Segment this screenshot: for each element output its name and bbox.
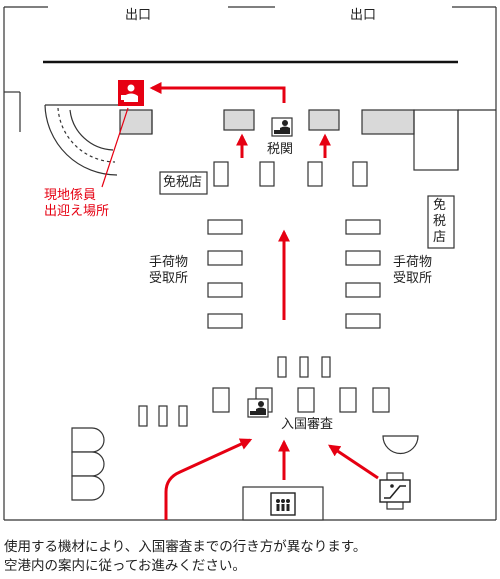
staff-meeting-label-2: 出迎え場所 bbox=[44, 204, 110, 219]
baggage-claim-left-label-2: 受取所 bbox=[149, 271, 189, 286]
half-round-fixture bbox=[382, 435, 419, 455]
route-arrow-bottom-left bbox=[164, 438, 253, 520]
baggage-carousels-left bbox=[207, 219, 243, 329]
arrivals-map bbox=[3, 6, 497, 521]
booth-row-left bbox=[138, 405, 188, 427]
staff-meeting-label-1: 現地係員 bbox=[44, 188, 97, 203]
escalator-icon bbox=[379, 472, 411, 510]
route-note-2: 空港内の案内に従ってお進みください。 bbox=[4, 558, 246, 574]
customs-desk-left bbox=[223, 109, 255, 131]
immigration-officer-icon bbox=[247, 398, 269, 418]
left-arc-structure bbox=[44, 104, 130, 176]
baggage-claim-right-label-2: 受取所 bbox=[393, 271, 433, 286]
upper-right-structure bbox=[361, 109, 496, 171]
staff-callout-line bbox=[101, 107, 129, 188]
exit-label-right: 出口 bbox=[350, 8, 377, 23]
immigration-label: 入国審査 bbox=[281, 417, 334, 432]
baggage-carousels-right bbox=[345, 219, 381, 329]
elevator-icon bbox=[242, 486, 324, 521]
duty-free-left-box bbox=[159, 171, 208, 195]
route-notes: 使用する機材により、入国審査までの行き方が異なります。 空港内の案内に従ってお進… bbox=[4, 538, 496, 576]
baggage-claim-left-label-1: 手荷物 bbox=[149, 255, 189, 270]
duty-free-right-box bbox=[427, 195, 455, 249]
route-arrow-escalator bbox=[328, 444, 379, 480]
customs-officer-icon bbox=[271, 117, 293, 137]
seating-stack bbox=[71, 427, 105, 501]
customs-label: 税関 bbox=[267, 142, 294, 157]
route-arrows bbox=[149, 82, 379, 520]
customs-desk-right bbox=[308, 109, 340, 131]
duty-free-left-label: 免税店 bbox=[163, 175, 203, 190]
exit-label-left: 出口 bbox=[125, 8, 152, 23]
row-pillars bbox=[213, 161, 368, 187]
baggage-claim-right-label-1: 手荷物 bbox=[393, 255, 433, 270]
staff-meeting-icon bbox=[118, 80, 144, 106]
immigration-booths bbox=[212, 356, 390, 413]
upper-wall-left bbox=[4, 91, 153, 135]
route-note-1: 使用する機材により、入国審査までの行き方が異なります。 bbox=[4, 539, 367, 555]
route-arrow-to-meeting bbox=[149, 82, 286, 103]
duty-free-right-label: 免税店 bbox=[433, 198, 447, 245]
customs-desks bbox=[223, 109, 340, 131]
